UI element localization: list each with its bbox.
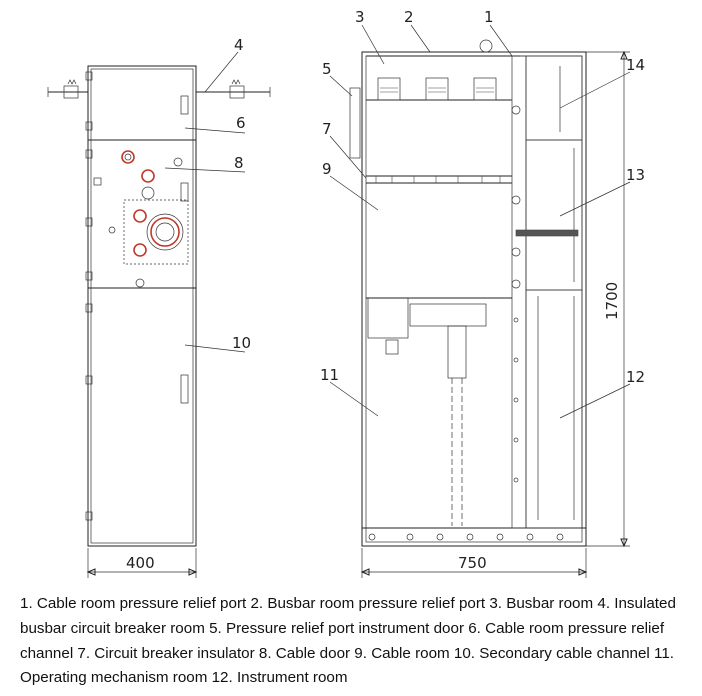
callout-14: 14 bbox=[626, 56, 645, 74]
callout-8: 8 bbox=[234, 154, 244, 172]
callout-6: 6 bbox=[236, 114, 246, 132]
callout-11: 11 bbox=[320, 366, 339, 384]
callout-3: 3 bbox=[355, 8, 365, 26]
side-view bbox=[329, 24, 631, 578]
front-view bbox=[47, 51, 271, 578]
callout-10: 10 bbox=[232, 334, 251, 352]
figure-caption: 1. Cable room pressure relief port 2. Bu… bbox=[20, 595, 676, 687]
dimension-height: 1700 bbox=[603, 282, 621, 320]
callout-7: 7 bbox=[322, 120, 332, 138]
callout-2: 2 bbox=[404, 8, 414, 26]
callout-9: 9 bbox=[322, 160, 332, 178]
switchgear-drawing: 1 2 3 4 5 6 7 8 9 10 11 12 13 14 400 750… bbox=[47, 8, 645, 578]
callout-12: 12 bbox=[626, 368, 645, 386]
dimension-side-width: 750 bbox=[458, 554, 487, 572]
dimension-front-width: 400 bbox=[126, 554, 155, 572]
callout-13: 13 bbox=[626, 166, 645, 184]
callout-4: 4 bbox=[234, 36, 244, 54]
callout-1: 1 bbox=[484, 8, 494, 26]
callout-5: 5 bbox=[322, 60, 332, 78]
